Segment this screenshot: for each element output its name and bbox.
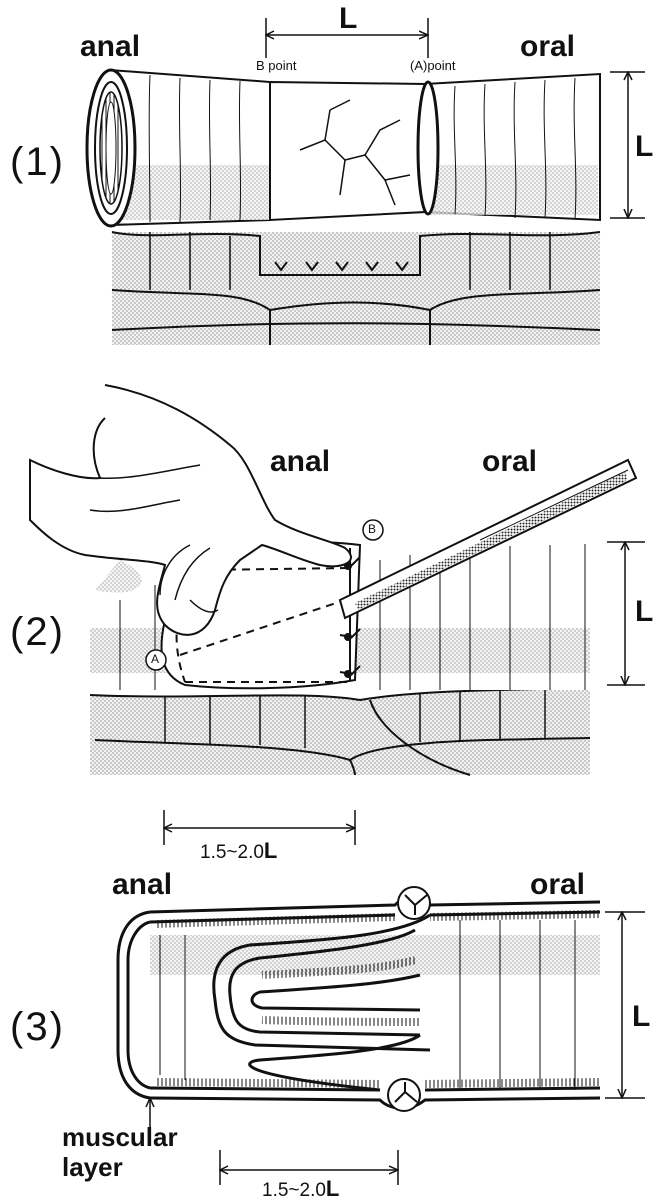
point-a-label: (A)point bbox=[410, 58, 456, 73]
panel-3-drawing bbox=[118, 887, 645, 1185]
panel-1-oral-label: oral bbox=[520, 30, 575, 64]
panel-3-anal-label: anal bbox=[112, 868, 172, 902]
panel-2-span-label: 1.5~2.0L bbox=[200, 838, 277, 864]
panel-2-oral-label: oral bbox=[482, 445, 537, 479]
panel-1-drawing bbox=[87, 18, 645, 345]
panel-2-drawing bbox=[30, 385, 645, 845]
panel-2-anal-label: anal bbox=[270, 445, 330, 479]
muscular-layer-label: muscular layer bbox=[62, 1122, 178, 1182]
panel-1-length-top: L bbox=[339, 2, 357, 36]
marker-a-text: A bbox=[151, 652, 159, 666]
panel-2-length-side: L bbox=[635, 595, 653, 629]
panel-3-span-label: 1.5~2.0L bbox=[262, 1176, 339, 1202]
marker-b-text: B bbox=[368, 522, 376, 536]
panel-2-number: (2) bbox=[10, 610, 65, 655]
panel-3-oral-label: oral bbox=[530, 868, 585, 902]
panel-3-length-side: L bbox=[632, 1000, 650, 1034]
panel-1-length-side: L bbox=[635, 130, 653, 164]
panel-3-number: (3) bbox=[10, 1005, 65, 1050]
point-b-label: B point bbox=[256, 58, 296, 73]
panel-1-anal-label: anal bbox=[80, 30, 140, 64]
panel-1-number: (1) bbox=[10, 140, 65, 185]
